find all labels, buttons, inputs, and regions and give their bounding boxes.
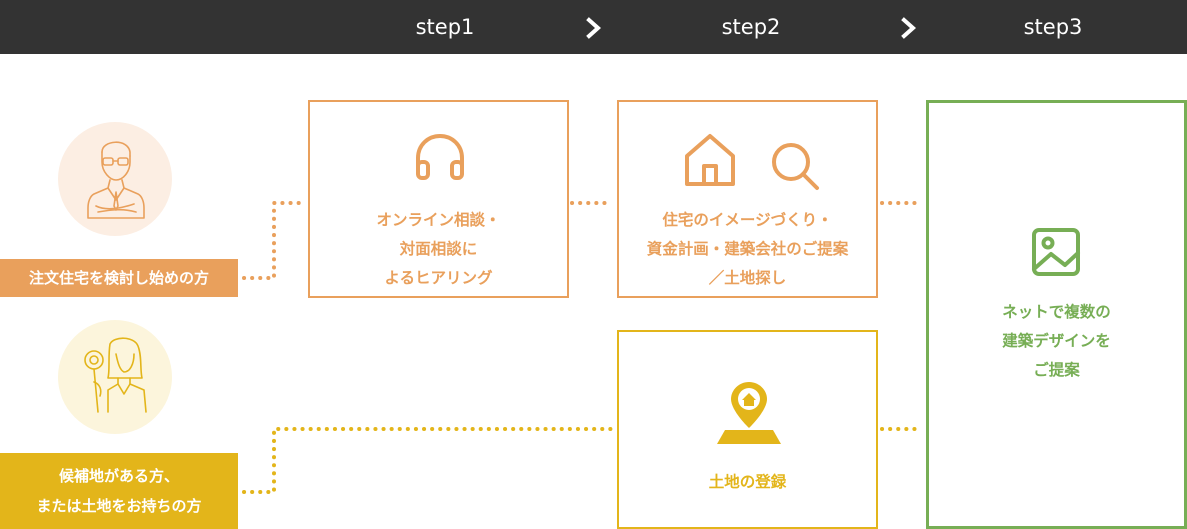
design-proposal-line: ご提案	[1033, 361, 1080, 379]
house-icon	[685, 134, 735, 186]
planning-step-line: ／土地探し	[708, 269, 787, 287]
chevron-right-icon	[901, 17, 917, 39]
consult-step-line: よるヒアリング	[384, 269, 493, 287]
customer-b-tag: 候補地がある方、 または土地をお持ちの方	[0, 453, 238, 529]
design-proposal-line: 建築デザインを	[1002, 332, 1111, 350]
planning-step-text: 住宅のイメージづくり・ 資金計画・建築会社のご提案 ／土地探し	[619, 206, 876, 293]
design-proposal-line: ネットで複数の	[1002, 303, 1111, 321]
headphones-icon	[416, 134, 464, 180]
design-proposal-box: ネットで複数の 建築デザインを ご提案	[926, 100, 1187, 529]
step1-label: step1	[415, 15, 475, 39]
search-icon	[772, 143, 819, 190]
land-registration-text: 土地の登録	[619, 468, 876, 497]
image-icon	[1032, 228, 1080, 276]
consult-step-line: 対面相談に	[399, 240, 478, 258]
land-registration-box: 土地の登録	[617, 330, 878, 529]
planning-step-line: 資金計画・建築会社のご提案	[646, 240, 849, 258]
customer-b-tag-line: 候補地がある方、	[58, 467, 179, 485]
land-registration-line: 土地の登録	[708, 473, 787, 491]
step2-label: step2	[721, 15, 781, 39]
map-pin-house-icon	[717, 382, 781, 444]
step-header-bar: step1 step2 step3	[0, 0, 1187, 54]
consult-step-line: オンライン相談・	[376, 211, 501, 229]
man-with-glasses-icon	[87, 141, 145, 219]
design-proposal-text: ネットで複数の 建築デザインを ご提案	[929, 298, 1184, 385]
woman-with-magnifier-icon	[84, 337, 147, 413]
planning-step-line: 住宅のイメージづくり・	[662, 211, 833, 229]
consult-step-text: オンライン相談・ 対面相談に よるヒアリング	[310, 206, 567, 293]
customer-a-tag: 注文住宅を検討し始めの方	[0, 259, 238, 297]
step3-label: step3	[1023, 15, 1083, 39]
customer-a-tag-line: 注文住宅を検討し始めの方	[28, 269, 209, 287]
customer-a-avatar	[58, 122, 172, 236]
planning-step-box: 住宅のイメージづくり・ 資金計画・建築会社のご提案 ／土地探し	[617, 100, 878, 298]
consult-step-box: オンライン相談・ 対面相談に よるヒアリング	[308, 100, 569, 298]
chevron-right-icon	[586, 17, 602, 39]
customer-b-avatar	[58, 320, 172, 434]
customer-b-tag-line: または土地をお持ちの方	[36, 497, 202, 515]
